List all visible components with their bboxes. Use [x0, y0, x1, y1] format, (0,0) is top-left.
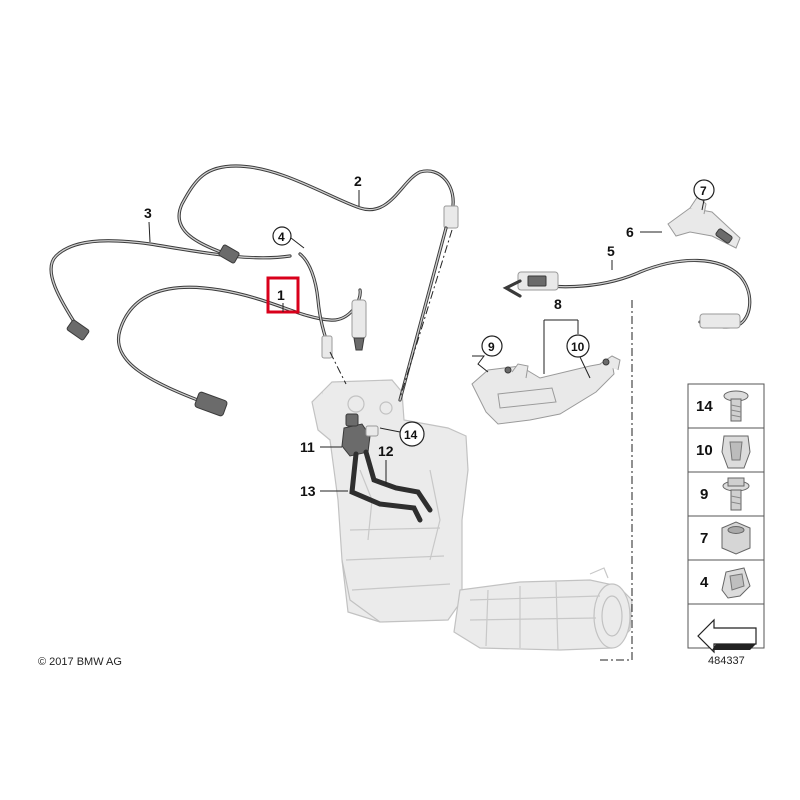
legend-cell-9[interactable]: [687, 471, 765, 517]
pressure-sensor-11: [341, 413, 379, 457]
callout-12[interactable]: 12: [378, 443, 394, 484]
legend-label-4: 4: [700, 574, 709, 591]
sensor-cable-2: [177, 164, 459, 402]
collar-bolt-icon: [722, 477, 750, 511]
callout-6-label: 6: [626, 224, 634, 240]
callout-13[interactable]: 13: [300, 483, 348, 499]
callout-10-label: 10: [571, 340, 585, 354]
particulate-filter-ghost: [311, 379, 633, 651]
legend-label-7: 7: [700, 530, 708, 547]
bolt-icon: [723, 390, 749, 422]
callout-6[interactable]: 6: [626, 224, 662, 240]
legend-label-9: 9: [700, 486, 708, 503]
callout-14-label: 14: [404, 428, 418, 442]
callout-7[interactable]: 7: [693, 179, 715, 211]
callout-9-label: 9: [488, 340, 495, 354]
clip-nut-icon: [721, 435, 751, 469]
callout-9[interactable]: 9: [472, 335, 503, 373]
callout-1[interactable]: 1: [266, 276, 300, 314]
callout-3[interactable]: 3: [144, 205, 152, 243]
callout-2[interactable]: 2: [354, 173, 362, 206]
callout-11-label: 11: [300, 439, 315, 455]
cable-clip-icon: [721, 567, 751, 599]
sensor-cable-5: [502, 258, 752, 329]
parts-legend: 14 10 9 7 4: [687, 383, 765, 654]
callout-13-label: 13: [300, 483, 316, 499]
reference-lines: [329, 229, 633, 661]
callout-3-label: 3: [144, 205, 152, 221]
callout-4-label: 4: [278, 230, 285, 244]
drawing-number: 484337: [708, 655, 745, 667]
legend-label-10: 10: [696, 442, 713, 459]
legend-cell-7[interactable]: [687, 515, 765, 561]
sensor-holder-8: [471, 355, 621, 425]
callout-5[interactable]: 5: [607, 243, 615, 270]
callout-1-label: 1: [277, 287, 285, 303]
callout-8[interactable]: 8: [543, 296, 579, 374]
callout-10[interactable]: 10: [566, 334, 591, 379]
arrow-icon: [697, 618, 757, 654]
callout-8-label: 8: [554, 296, 562, 312]
sensor-cable-3: [49, 239, 292, 341]
sensor-cable-1: [116, 252, 367, 417]
callout-7-label: 7: [700, 184, 707, 198]
pressure-hose-12-13: [349, 449, 433, 523]
callout-11[interactable]: 11: [300, 439, 342, 455]
sensor-bracket-6: [667, 195, 741, 249]
callout-12-label: 12: [378, 443, 394, 459]
legend-cell-14[interactable]: [687, 383, 765, 429]
hex-nut-icon: [721, 521, 751, 555]
callout-5-label: 5: [607, 243, 615, 259]
callout-2-label: 2: [354, 173, 362, 189]
callout-14[interactable]: 14: [379, 421, 425, 447]
copyright-text: © 2017 BMW AG: [38, 656, 122, 668]
legend-label-14: 14: [696, 398, 713, 415]
callout-4[interactable]: 4: [272, 226, 305, 249]
